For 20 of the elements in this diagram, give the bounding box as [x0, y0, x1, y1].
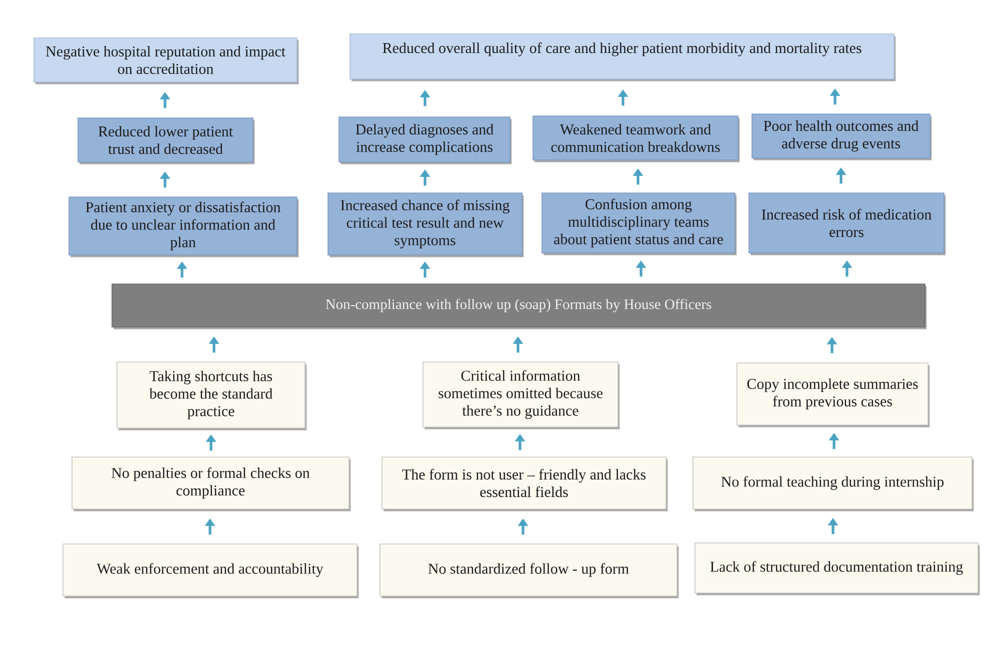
cause-box: Lack of structured documentation training	[694, 542, 980, 596]
effect-box: Negative hospital reputation and impact on accreditation	[34, 38, 299, 84]
effect-box: Weakened teamwork and communication breakdowns	[532, 116, 740, 162]
cause-box: No formal teaching during internship	[692, 456, 974, 512]
effect-box: Increased risk of medication errors	[748, 192, 946, 256]
effect-box: Poor health outcomes and adverse drug events	[752, 114, 932, 160]
effect-box: Delayed diagnoses and increase complications	[338, 116, 512, 164]
cause-box: Weak enforcement and accountability	[62, 544, 359, 598]
effect-box: Reduced overall quality of care and higher patient morbidity and mortality rates	[350, 34, 896, 82]
cause-box: Copy incomplete summaries from previous cases	[736, 362, 930, 428]
effect-box: Increased chance of missing critical test result and new symptoms	[328, 192, 524, 258]
problem-band: Non-compliance with follow up (soap) Formats by House Officers	[112, 284, 927, 330]
effect-box: Confusion among multidisciplinary teams about patient status and care	[542, 192, 737, 256]
cause-box: Taking shortcuts has become the standard practice	[116, 362, 307, 430]
cause-box: No standardized follow - up form	[380, 544, 679, 598]
cause-box: No penalties or formal checks on compliance	[72, 456, 351, 512]
cause-box: Critical information sometimes omitted because there’s no guidance	[422, 362, 620, 430]
effect-box: Reduced lower patient trust and decreased	[78, 118, 255, 164]
cause-box: The form is not user – friendly and lacks essential fields	[382, 456, 668, 512]
effect-box: Patient anxiety or dissatisfaction due to unclear information and plan	[68, 196, 299, 258]
